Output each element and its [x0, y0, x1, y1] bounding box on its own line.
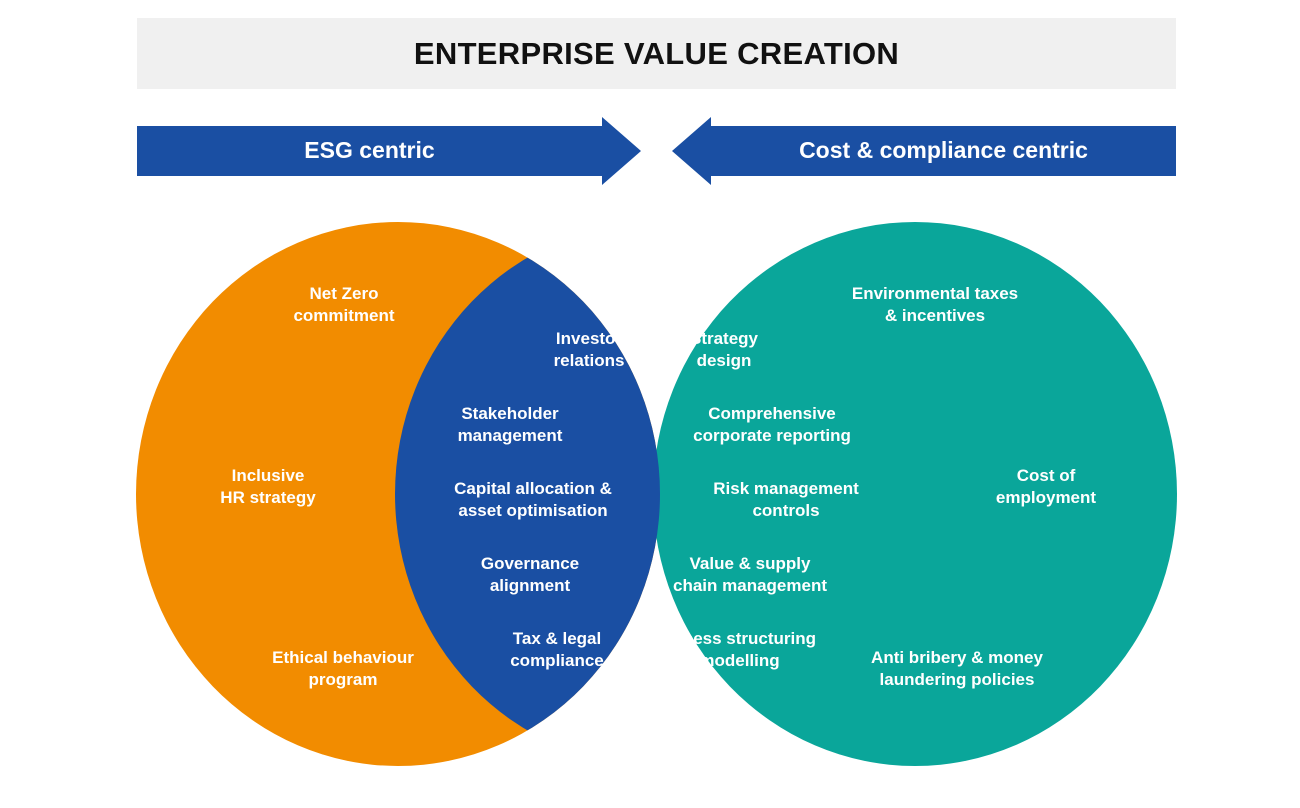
strategy-design-label: Strategy design	[689, 329, 759, 370]
cost-compliance-circle	[653, 222, 1177, 766]
investor-relations-label: Investor relations	[553, 329, 625, 370]
hr-strategy-label: Inclusive HR strategy	[220, 466, 316, 507]
capital-allocation-label: Capital allocation & asset optimisation	[454, 479, 612, 520]
risk-management-label: Risk management controls	[713, 479, 859, 520]
data-management-label: Data management	[582, 275, 730, 294]
ethical-behaviour-label: Ethical behaviour program	[272, 648, 414, 689]
corporate-reporting-label: Comprehensive corporate reporting	[693, 404, 851, 445]
business-structuring-label: Business structuring & modelling	[645, 629, 817, 670]
stakeholder-management-label: Stakeholder management	[457, 404, 563, 445]
supply-chain-label: Value & supply chain management	[673, 554, 827, 595]
cost-compliance-centric-label: Cost & compliance centric	[799, 136, 1088, 163]
environmental-taxes-label: Environmental taxes & incentives	[851, 284, 1019, 325]
cost-of-employment-label: Cost of employment	[995, 466, 1097, 507]
overlap-region	[395, 222, 660, 766]
diagram-title: ENTERPRISE VALUE CREATION	[413, 35, 900, 71]
right-arrow	[672, 117, 1176, 185]
title-banner: ENTERPRISE VALUE CREATION	[137, 18, 1176, 89]
anti-bribery-label: Anti bribery & money laundering policies	[871, 648, 1043, 689]
left-arrow	[137, 117, 641, 185]
net-zero-label: Net Zero commitment	[293, 284, 395, 325]
tax-legal-label: Tax & legal compliance	[510, 629, 604, 670]
esg-centric-label: ESG centric	[304, 136, 435, 163]
governance-alignment-label: Governance alignment	[480, 554, 580, 595]
